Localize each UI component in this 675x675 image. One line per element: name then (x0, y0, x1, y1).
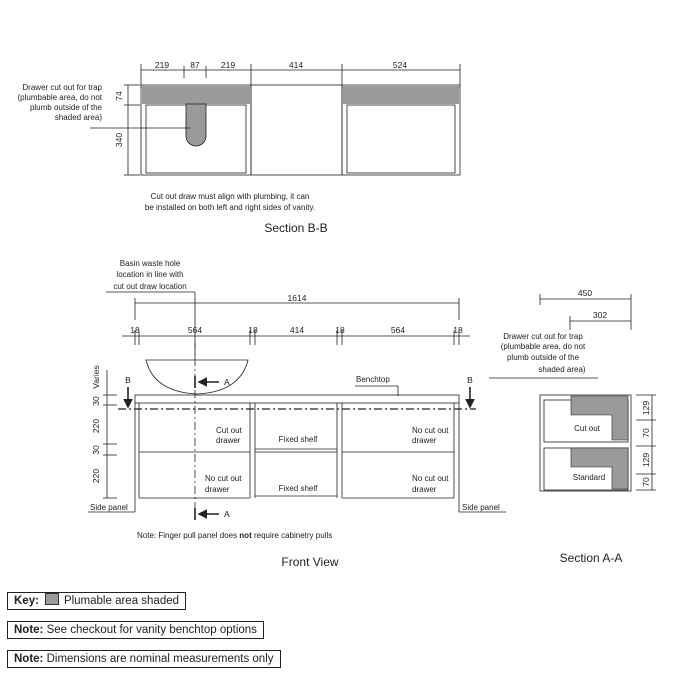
no-cut-out-right-top-2: drawer (412, 436, 437, 445)
front-dim-18d: 18 (453, 325, 463, 335)
bb-benchtop-shade-left (142, 86, 250, 104)
aa-dim-70b: 70 (641, 477, 651, 487)
key-box: Key: Plumable area shaded (7, 592, 187, 610)
cut-out-drawer-line1: Cut out (216, 426, 243, 435)
fixed-shelf-bottom: Fixed shelf (279, 484, 318, 493)
front-dim-18c: 18 (335, 325, 345, 335)
bb-dim-74: 74 (114, 91, 124, 101)
aa-standard-label: Standard (573, 473, 605, 482)
aa-title: Section A-A (560, 551, 623, 565)
bb-callout-line4: shaded area) (55, 113, 102, 122)
bb-dim-414: 414 (289, 60, 303, 70)
bb-title: Section B-B (264, 221, 327, 235)
front-dim-overall: 1614 (288, 293, 307, 303)
bb-dim-524: 524 (393, 60, 407, 70)
aa-callout-line4: shaded area) (538, 365, 585, 374)
bb-callout-line1: Drawer cut out for trap (22, 83, 102, 92)
basin-note-line3: cut out draw location (113, 282, 186, 291)
section-arrows (123, 376, 475, 520)
front-view-title: Front View (281, 555, 338, 569)
front-dim-220b: 220 (91, 469, 101, 483)
bb-dim-219b: 219 (221, 60, 235, 70)
note-dimensions-box: Note: Dimensions are nominal measurement… (7, 650, 281, 668)
aa-dim-302: 302 (593, 310, 607, 320)
shade-swatch (44, 593, 59, 605)
front-view (88, 291, 506, 520)
note2-text: Dimensions are nominal measurements only (46, 653, 274, 665)
aa-cut-out-label: Cut out (574, 424, 601, 433)
bb-trap-cutout (185, 103, 207, 147)
basin-note-line2: location in line with (116, 270, 183, 279)
bb-note-line2: be installed on both left and right side… (145, 203, 315, 212)
bb-note-line1: Cut out draw must align with plumbing, i… (151, 192, 310, 201)
no-cut-out-left-1: No cut out (205, 474, 242, 483)
note1-label: Note: (14, 624, 44, 636)
front-dim-220a: 220 (91, 419, 101, 433)
bb-callout-line2: (plumbable area, do not (18, 93, 103, 102)
front-dim-564b: 564 (391, 325, 405, 335)
benchtop-label: Benchtop (356, 375, 390, 384)
section-bb (124, 64, 461, 176)
no-cut-out-right-top-1: No cut out (412, 426, 449, 435)
aa-dim-70a: 70 (641, 428, 651, 438)
aa-callout-line3: plumb outside of the (507, 353, 580, 362)
front-dim-30a: 30 (91, 396, 101, 406)
bb-dim-219a: 219 (155, 60, 169, 70)
section-mark-b-right: B (467, 375, 473, 385)
note-benchtop-box: Note: See checkout for vanity benchtop o… (7, 621, 264, 639)
no-cut-out-right-bottom-2: drawer (412, 485, 437, 494)
key-text: Plumable area shaded (63, 595, 180, 607)
cut-out-drawer-line2: drawer (216, 436, 241, 445)
bb-callout-line3: plumb outside of the (30, 103, 103, 112)
aa-dim-450: 450 (578, 288, 592, 298)
aa-dim-129a: 129 (641, 401, 651, 415)
finger-pull-note: Note: Finger pull panel does not require… (137, 531, 332, 540)
front-dim-30b: 30 (91, 445, 101, 455)
front-dim-414: 414 (290, 325, 304, 335)
bb-dim-87: 87 (190, 60, 200, 70)
front-dim-varies: Varies (91, 365, 101, 388)
aa-callout-line1: Drawer cut out for trap (503, 332, 583, 341)
section-mark-b-left: B (125, 375, 131, 385)
section-mark-a-bottom: A (224, 509, 230, 519)
aa-dim-129b: 129 (641, 453, 651, 467)
front-dim-18b: 18 (248, 325, 258, 335)
note1-text: See checkout for vanity benchtop options (46, 624, 257, 636)
no-cut-out-left-2: drawer (205, 485, 230, 494)
note2-label: Note: (14, 653, 44, 665)
front-dim-564a: 564 (188, 325, 202, 335)
bb-benchtop-shade-right (343, 86, 459, 104)
bb-dim-340: 340 (114, 133, 124, 147)
section-mark-a-top: A (224, 377, 230, 387)
key-label: Key: (14, 595, 39, 607)
basin-note-line1: Basin waste hole (120, 259, 181, 268)
front-dim-18a: 18 (130, 325, 140, 335)
aa-cutout-shade-bottom (570, 447, 629, 490)
no-cut-out-right-bottom-1: No cut out (412, 474, 449, 483)
side-panel-right: Side panel (462, 503, 500, 512)
side-panel-left: Side panel (90, 503, 128, 512)
aa-cutout-shade-top (570, 395, 629, 441)
fixed-shelf-top: Fixed shelf (279, 435, 318, 444)
aa-callout-line2: (plumbable area, do not (501, 342, 586, 351)
